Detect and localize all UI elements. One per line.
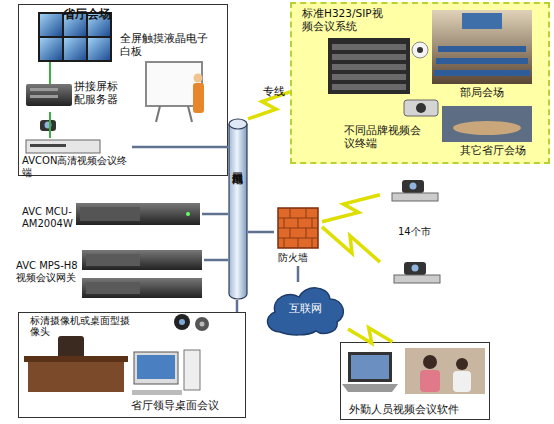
edge-label: 专线 [263, 85, 285, 98]
city-camera [402, 180, 424, 193]
server-icon [26, 84, 72, 106]
network-line [202, 213, 228, 216]
device-label: 标清摄像机或桌面型摄像头 [30, 315, 216, 345]
lightning-link [348, 328, 393, 344]
wall-screen [88, 38, 110, 60]
node-text: AVC MCU-AM2004W [22, 206, 80, 230]
node-text: 外勤人员视频会议软件 [349, 403, 489, 416]
city-group: 14个市 [380, 176, 450, 288]
cylinder-shape [228, 118, 248, 300]
device-label: 部局会场 [428, 6, 536, 102]
pc-tower [184, 350, 200, 390]
wall-screen [40, 14, 62, 36]
person-head [456, 358, 468, 370]
gateway-icon [82, 278, 202, 298]
network-line [132, 146, 228, 149]
brick-joints [278, 208, 318, 248]
person-body [420, 370, 440, 392]
node-text: AVC MPS-H8 视频会议网关 [16, 260, 84, 284]
lightning-link [322, 195, 380, 262]
server-slot [30, 95, 58, 98]
node-text: AVCON高清视频会议终端 [22, 155, 132, 179]
gateway-icon [82, 250, 202, 270]
gateway-panel [86, 282, 140, 294]
network-line [204, 259, 228, 262]
node-text: 标准H323/SIP视频会议系统 [302, 7, 388, 32]
mcu-icon [76, 203, 200, 225]
keyboard-icon [132, 390, 182, 395]
node-text: 省厅会场 [63, 7, 133, 21]
cylinder-top [229, 119, 247, 129]
person-body [453, 371, 471, 392]
mobile-box: 外勤人员视频会议软件 [340, 342, 490, 420]
presenter-body [193, 83, 204, 113]
city-camera [404, 262, 426, 275]
device-label: 拼接屏标配服务器 [24, 78, 124, 112]
mcu-led [186, 212, 190, 216]
mcu-panel [80, 207, 140, 221]
camera-icon [40, 120, 56, 131]
city-terminal [392, 193, 438, 201]
network-line [49, 112, 51, 138]
node-text: 省厅领导桌面会议 [131, 399, 243, 412]
firewall-node: 防火墙 [274, 206, 322, 266]
node-text: 其它省厅会场 [460, 144, 538, 157]
node-text: 标清摄像机或桌面型摄像头 [30, 315, 130, 338]
wall-screen [40, 38, 62, 60]
network-line [248, 231, 274, 234]
wall-screen [64, 38, 86, 60]
server-slot [30, 88, 58, 91]
cylinder-body [229, 124, 247, 299]
desktop-box: 省厅领导桌面会议 标清摄像机或桌面型摄像头 [18, 312, 246, 418]
lan-cylinder: 单位内部局域网 [228, 118, 248, 300]
monitor-screen [137, 355, 175, 379]
node-text: 互联网 [262, 302, 348, 315]
laptop-screen [348, 352, 392, 382]
camera-lens [412, 265, 419, 272]
venue-box: 省厅会场全屏触摸液晶电子白板拼接屏标配服务器 AVCON高清视频会议终端 [18, 4, 228, 176]
desk-top [24, 356, 128, 362]
node-text: 14个市 [398, 226, 448, 238]
person-head [423, 355, 437, 369]
firewall-bricks [278, 208, 318, 248]
terminal-icon [26, 140, 100, 153]
webcam-lens [200, 322, 205, 327]
camera-lens [410, 183, 417, 190]
chair-icon [58, 336, 84, 360]
staff-photo [405, 348, 485, 394]
device-label: 不同品牌视频会议终端 [340, 94, 440, 154]
node-text: 防火墙 [278, 252, 322, 264]
external-box: 标准H323/SIP视频会议系统部局会场不同品牌视频会议终端其它省厅会场 [290, 2, 550, 164]
device-label: AVC MPS-H8 视频会议网关 [14, 248, 204, 302]
whiteboard-icon [146, 62, 202, 106]
network-line [236, 300, 239, 312]
monitor-icon [134, 352, 178, 384]
webcam-icon [174, 314, 190, 330]
webcam-icon [195, 317, 209, 331]
video-wire [49, 62, 51, 84]
webcam-lens [179, 319, 185, 325]
internet-cloud: 互联网 [262, 282, 348, 336]
gateway-panel [86, 254, 140, 266]
device-label: AVCON高清视频会议终端 [20, 138, 132, 174]
whiteboard-leg [156, 106, 160, 122]
laptop-display [351, 355, 389, 379]
node-text: 不同品牌视频会议终端 [344, 124, 424, 149]
terminal-strip [30, 144, 66, 147]
node-text: 全屏触摸液晶电子白板 [120, 32, 212, 57]
laptop-base [342, 384, 398, 392]
firewall-shape [274, 206, 322, 252]
network-line [297, 266, 300, 282]
presenter-head [194, 74, 203, 83]
node-text: 部局会场 [460, 86, 530, 99]
device-label: 全屏触摸液晶电子白板 [118, 30, 214, 116]
camera-lens [45, 122, 52, 129]
node-text: 拼接屏标配服务器 [74, 80, 124, 105]
whiteboard-leg [188, 106, 192, 122]
device-label: AVC MCU-AM2004W [20, 198, 202, 236]
device-label: 其它省厅会场 [438, 104, 538, 160]
city-terminal [394, 275, 440, 283]
desk-body [28, 362, 124, 392]
